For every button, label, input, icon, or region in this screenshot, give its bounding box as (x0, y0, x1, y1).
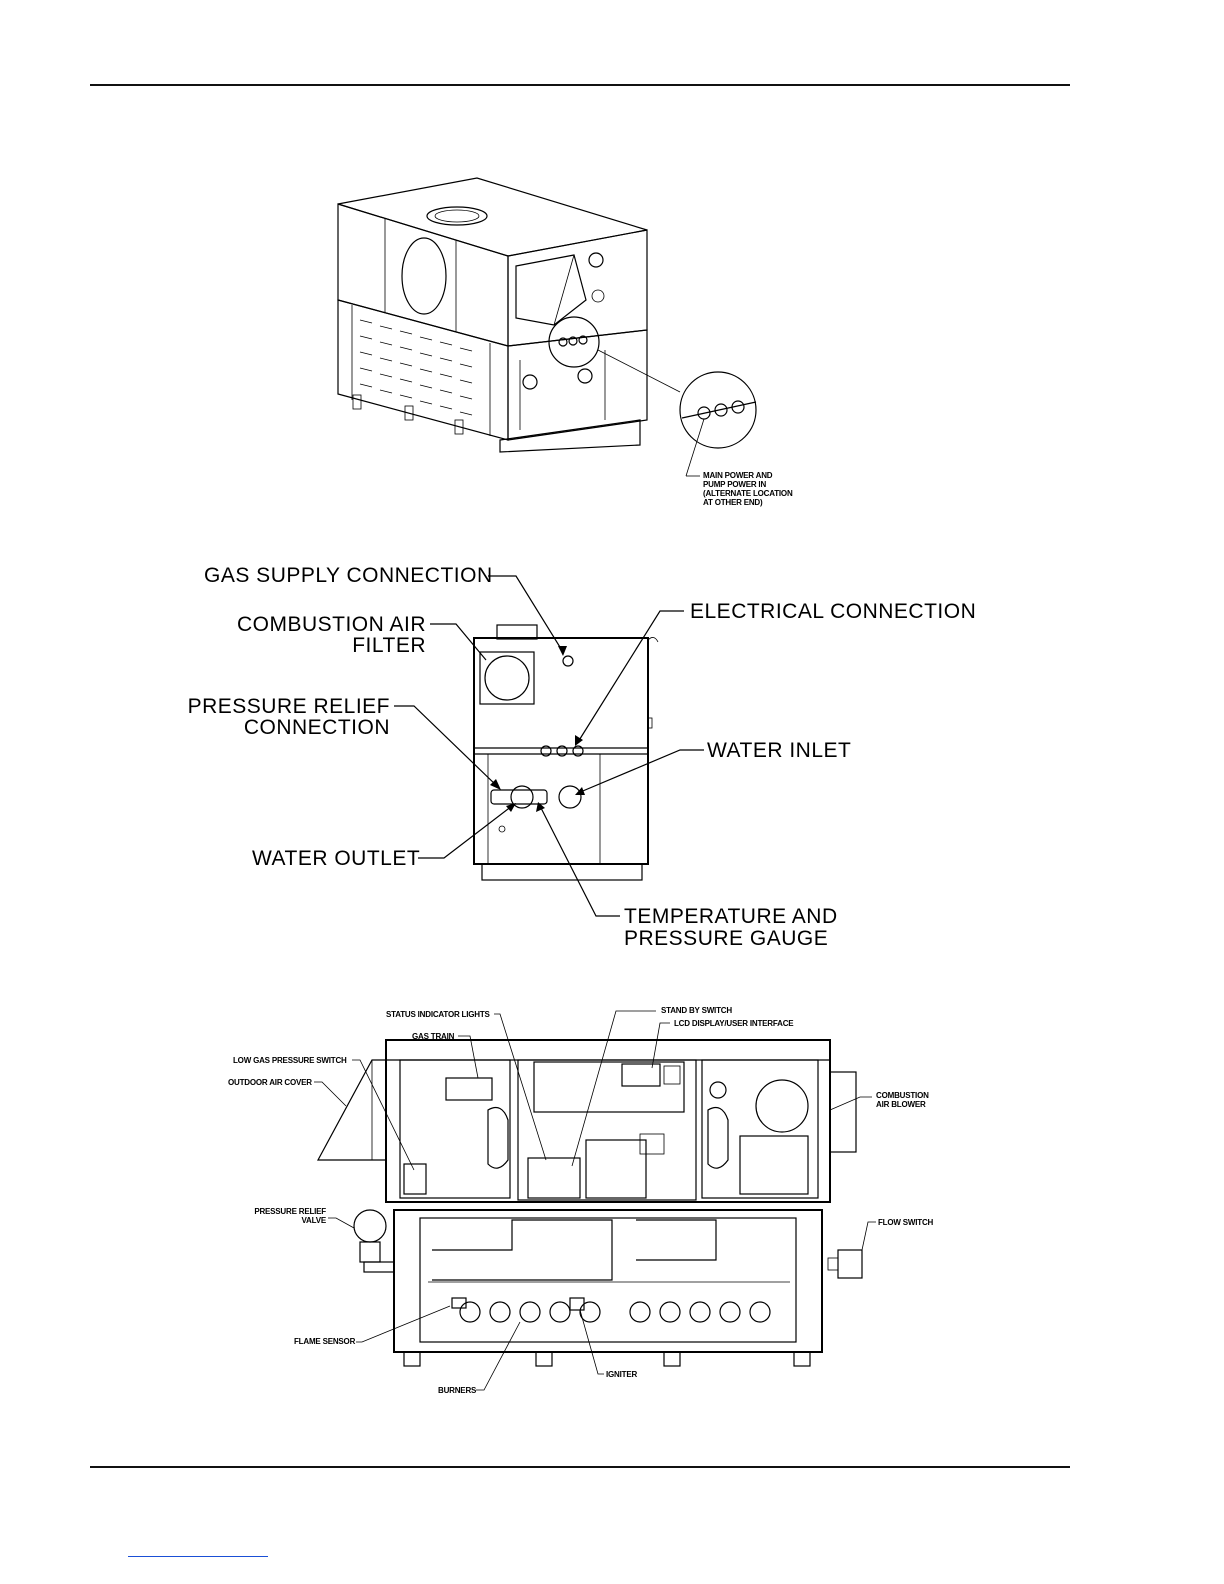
label-lcd-display: LCD DISPLAY/USER INTERFACE (674, 1019, 794, 1028)
label-igniter: IGNITER (606, 1370, 637, 1379)
header-rule (90, 84, 1070, 86)
label-low-gas-switch: LOW GAS PRESSURE SWITCH (233, 1056, 347, 1065)
callout-main-power: MAIN POWER AND PUMP POWER IN (ALTERNATE … (703, 471, 795, 507)
label-pressure-relief-valve-2: VALVE (302, 1216, 327, 1225)
label-electrical: ELECTRICAL CONNECTION (690, 600, 976, 623)
label-water-outlet: WATER OUTLET (252, 847, 420, 870)
label-combustion-air-1: COMBUSTION AIR (237, 613, 426, 636)
callout-line-3: (ALTERNATE LOCATION (703, 489, 793, 498)
front-cutaway-drawing: STATUS INDICATOR LIGHTS STAND BY SWITCH … (228, 1006, 934, 1395)
label-combustion-blower-1: COMBUSTION (876, 1091, 929, 1100)
label-flow-switch: FLOW SWITCH (878, 1218, 934, 1227)
label-combustion-air-2: FILTER (352, 634, 426, 657)
footer-link-underline[interactable] (128, 1556, 268, 1557)
callout-line-4: AT OTHER END) (703, 498, 763, 507)
label-outdoor-air-cover: OUTDOOR AIR COVER (228, 1078, 312, 1087)
callout-line-1: MAIN POWER AND (703, 471, 773, 480)
label-temp-gauge-1: TEMPERATURE AND (624, 905, 838, 928)
label-flame-sensor: FLAME SENSOR (294, 1337, 356, 1346)
label-burners: BURNERS (438, 1386, 477, 1395)
isometric-heater-drawing: MAIN POWER AND PUMP POWER IN (ALTERNATE … (337, 177, 795, 507)
label-pressure-relief-1: PRESSURE RELIEF (188, 695, 390, 718)
label-pressure-relief-valve-1: PRESSURE RELIEF (254, 1207, 326, 1216)
label-gas-supply: GAS SUPPLY CONNECTION (204, 564, 493, 587)
footer-rule (90, 1466, 1070, 1468)
label-temp-gauge-2: PRESSURE GAUGE (624, 927, 828, 950)
label-status-lights: STATUS INDICATOR LIGHTS (386, 1010, 491, 1019)
label-combustion-blower-2: AIR BLOWER (876, 1100, 926, 1109)
label-gas-train: GAS TRAIN (412, 1032, 455, 1041)
label-water-inlet: WATER INLET (707, 739, 851, 762)
label-pressure-relief-2: CONNECTION (244, 716, 390, 739)
label-standby-switch: STAND BY SWITCH (661, 1006, 732, 1015)
callout-line-2: PUMP POWER IN (703, 480, 766, 489)
end-view-drawing: GAS SUPPLY CONNECTION COMBUSTION AIR FIL… (188, 564, 976, 950)
